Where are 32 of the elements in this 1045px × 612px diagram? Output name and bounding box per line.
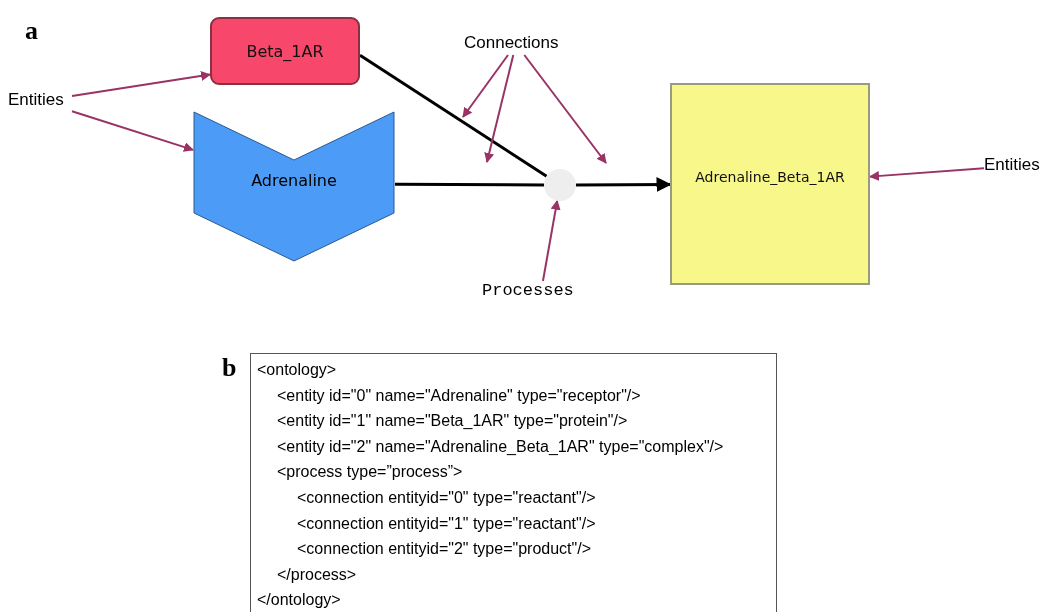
code-line: <entity id="0" name="Adrenaline" type="receptor"/> bbox=[277, 385, 641, 406]
leader-arrow bbox=[523, 54, 607, 164]
annotation-label: Processes bbox=[482, 281, 600, 303]
arrow bbox=[576, 177, 672, 193]
connection-line bbox=[359, 54, 548, 178]
annotation-label: Connections bbox=[464, 33, 568, 55]
entity-box: Beta_1AR bbox=[210, 17, 360, 85]
code-line: <connection entityid="0" type="reactant"/> bbox=[297, 487, 596, 508]
panel-letter: b bbox=[222, 355, 237, 381]
complex-box: Adrenaline_Beta_1AR bbox=[670, 83, 870, 285]
code-line: <process type=”process”> bbox=[277, 462, 463, 483]
entity-name: Adrenaline bbox=[250, 171, 338, 190]
entity-chevron bbox=[193, 111, 395, 262]
code-line: </ontology> bbox=[257, 590, 341, 611]
leader-arrow bbox=[71, 71, 211, 97]
leader-arrow bbox=[541, 199, 561, 282]
code-line: <entity id="2" name="Adrenaline_Beta_1AR" type="complex"/> bbox=[277, 436, 724, 457]
leader-arrow bbox=[484, 54, 515, 163]
leader-arrow bbox=[71, 110, 194, 152]
leader-arrow bbox=[869, 167, 985, 181]
connection-line bbox=[395, 182, 544, 187]
code-box bbox=[250, 353, 777, 612]
code-line: </process> bbox=[277, 564, 357, 585]
code-line: <ontology> bbox=[257, 360, 337, 380]
code-line: <connection entityid="1" type="reactant"/> bbox=[297, 513, 596, 534]
process-circle bbox=[544, 169, 576, 201]
code-line: <entity id="1" name="Beta_1AR" type="protein"/> bbox=[277, 411, 628, 432]
annotation-label: Entities bbox=[8, 90, 72, 112]
panel-letter: a bbox=[25, 18, 38, 44]
leader-arrow bbox=[462, 54, 509, 118]
annotation-label: Entities bbox=[984, 155, 1044, 177]
code-line: <connection entityid="2" type="product"/> bbox=[297, 539, 592, 560]
